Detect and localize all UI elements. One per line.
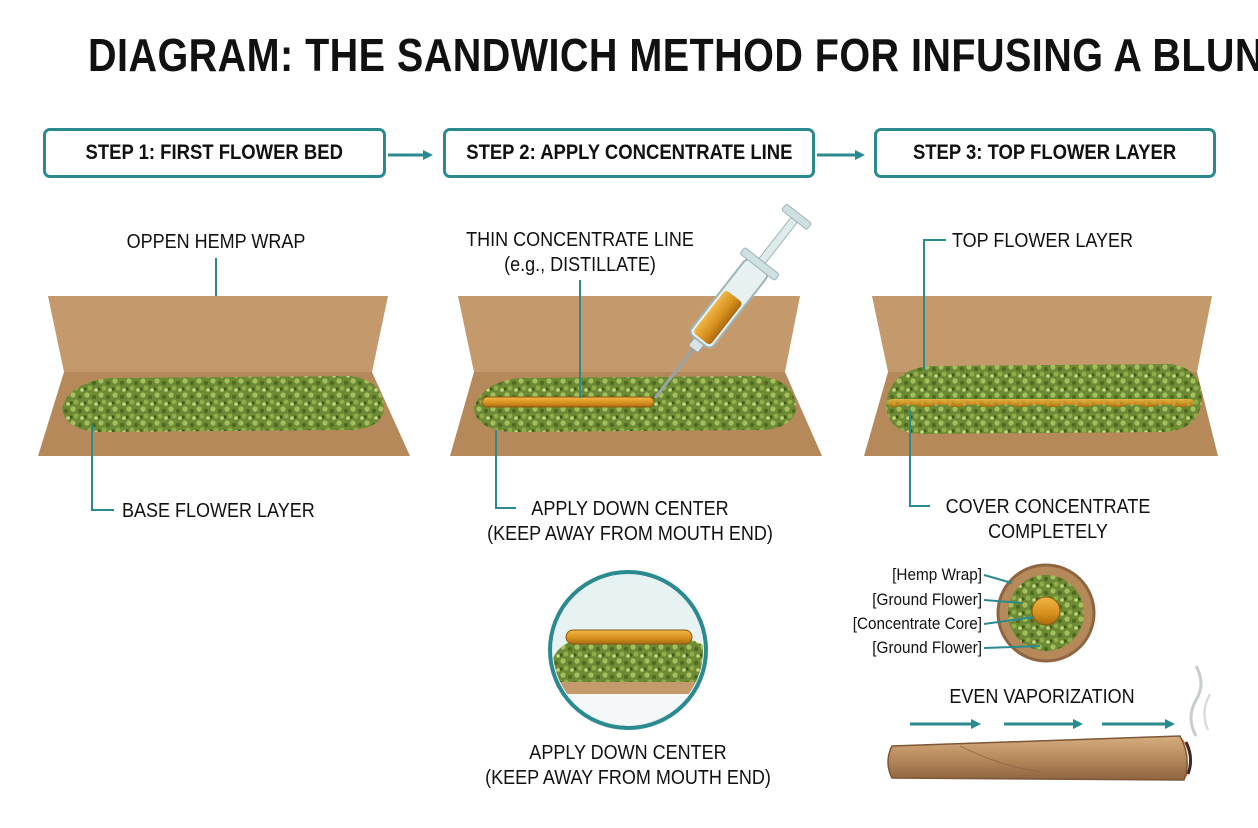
step-2-label: STEP 2: APPLY CONCENTRATE LINE [465,141,793,164]
step-1-base-flower [62,376,384,432]
step-1-base-label: BASE FLOWER LAYER [122,500,315,522]
detail-label-line2: (KEEP AWAY FROM MOUTH END) [485,767,771,789]
step-1-box: STEP 1: FIRST FLOWER BED [43,128,386,178]
step-3-box: STEP 3: TOP FLOWER LAYER [874,128,1216,178]
detail-magnifier [548,570,708,730]
step-1-wrap-label: OPPEN HEMP WRAP [126,231,306,253]
lit-blunt-icon [887,665,1212,781]
step-3-cover-label-line2: COMPLETELY [988,521,1108,543]
step-3-wrap [864,239,1218,507]
step-2-apply-label-line1: APPLY DOWN CENTER [531,498,729,520]
step-3-top-label: TOP FLOWER LAYER [952,230,1134,252]
step-1-label: STEP 1: FIRST FLOWER BED [85,141,344,164]
cross-section-label-flower-top: [Ground Flower] [872,590,982,609]
cross-section-label-core: [Concentrate Core] [852,614,982,633]
step-2-box: STEP 2: APPLY CONCENTRATE LINE [443,128,815,178]
detail-label-line1: APPLY DOWN CENTER [529,742,727,764]
diagram-title: DIAGRAM: THE SANDWICH METHOD FOR INFUSIN… [88,29,1258,81]
step-3-label: STEP 3: TOP FLOWER LAYER [913,141,1177,164]
syringe-icon [653,204,812,399]
step-2-apply-label-line2: (KEEP AWAY FROM MOUTH END) [487,523,773,545]
cross-section-label-flower-bottom: [Ground Flower] [872,638,982,657]
step-2-concentrate-label-line1: THIN CONCENTRATE LINE [466,229,694,251]
smoke-icon [1189,665,1203,737]
step-2-concentrate-line [481,396,655,408]
cross-section-label-wrap: [Hemp Wrap] [892,565,982,584]
step-2-concentrate-label-line2: (e.g., DISTILLATE) [504,254,656,276]
step-2-wrap [450,204,822,509]
vaporization-label: EVEN VAPORIZATION [949,686,1135,708]
concentrate-core-icon [1031,596,1061,626]
step-1-wrap [38,258,410,511]
detail-concentrate-line [565,629,693,645]
step-3-cover-label-line1: COVER CONCENTRATE [945,496,1151,518]
cross-section-diagram [983,563,1096,663]
